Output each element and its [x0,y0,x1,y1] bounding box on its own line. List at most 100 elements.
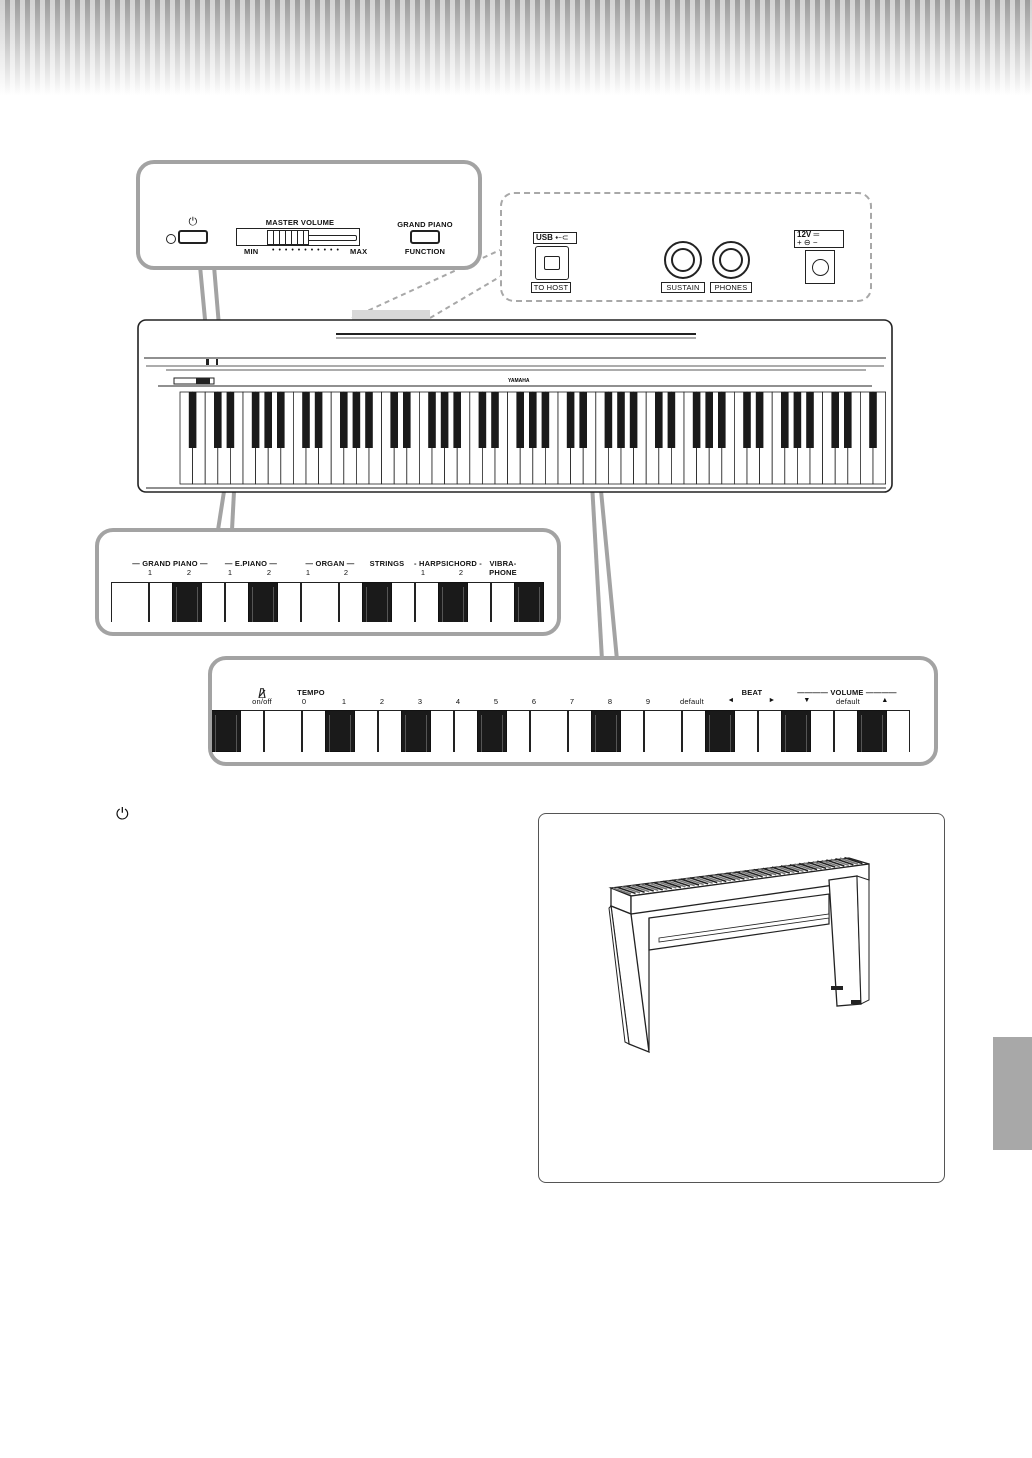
black-key[interactable] [403,392,411,448]
black-key[interactable] [831,392,839,448]
stand-key-mark [717,873,736,882]
beat-label: BEAT [741,688,763,697]
black-key[interactable] [579,392,587,448]
stand-key-mark [785,864,804,873]
black-key[interactable] [743,392,751,448]
phones-jack[interactable] [712,241,750,279]
black-key[interactable] [226,392,235,448]
master-volume-slider[interactable] [267,230,309,245]
black-key[interactable] [438,582,468,622]
stand-key-mark [617,886,636,895]
black-key[interactable] [566,392,575,448]
white-key[interactable] [301,582,339,622]
white-key[interactable] [644,710,682,752]
white-key[interactable] [111,582,149,622]
white-key[interactable] [264,710,302,752]
black-key[interactable] [655,392,663,448]
black-key[interactable] [781,710,811,752]
black-key[interactable] [440,392,449,448]
dc-polarity-icon: ═+ ⊖ − [797,230,820,247]
black-key[interactable] [302,392,310,448]
voice-group-e-piano: — E.PIANO — [224,559,278,568]
grand-piano-label: GRAND PIANO [397,220,453,229]
black-key[interactable] [793,392,802,448]
sustain-jack[interactable] [664,241,702,279]
tempo-digit-label: 6 [531,697,537,706]
black-key[interactable] [781,392,789,448]
power-icon: ⏻ [188,216,198,228]
voice-num: 2 [343,568,349,577]
black-key[interactable] [314,392,323,448]
black-key[interactable] [705,710,735,752]
white-key[interactable] [530,710,568,752]
stand-key-mark [744,869,763,878]
black-key[interactable] [477,710,507,752]
voice-group-grand-piano: — GRAND PIANO — [132,559,208,568]
usb-to-host-port[interactable] [535,246,569,280]
black-key[interactable] [172,582,202,622]
piano-with-stand-illustration [608,856,870,1054]
black-key[interactable] [491,392,499,448]
metronome-on-off-label: on/off [252,697,272,706]
stand-key-mark [844,856,863,865]
black-key[interactable] [604,392,613,448]
black-key[interactable] [365,392,373,448]
stand-key-mark [698,875,718,884]
black-key[interactable] [591,710,621,752]
black-key[interactable] [806,392,814,448]
stand-key-mark [726,872,745,880]
black-key[interactable] [514,582,544,622]
black-key[interactable] [277,392,285,448]
black-key[interactable] [352,392,361,448]
black-key[interactable] [718,392,726,448]
black-key[interactable] [248,582,278,622]
black-key[interactable] [251,392,260,448]
voice-num: 1 [305,568,311,577]
voice-num: 1 [147,568,153,577]
grand-piano-button[interactable] [410,230,440,244]
black-key[interactable] [264,392,272,448]
black-key[interactable] [705,392,713,448]
black-key[interactable] [857,710,887,752]
black-key[interactable] [844,392,852,448]
black-key[interactable] [869,392,877,448]
beat-right-icon: ► [768,697,776,704]
black-key[interactable] [212,710,241,752]
stand-key-mark [658,881,677,889]
black-key[interactable] [692,392,701,448]
black-key[interactable] [401,710,431,752]
black-key[interactable] [340,392,348,448]
stand-key-mark [762,867,782,876]
tempo-digit-label: 5 [493,697,499,706]
black-key[interactable] [362,582,392,622]
black-key[interactable] [629,392,638,448]
stand-key-mark [630,884,650,893]
dc-in-jack[interactable] [805,250,835,284]
to-host-label: TO HOST [531,282,571,293]
black-key[interactable] [529,392,537,448]
black-key[interactable] [325,710,355,752]
black-key[interactable] [188,392,197,448]
black-key[interactable] [428,392,436,448]
black-key[interactable] [617,392,625,448]
stand-key-mark [649,882,668,890]
tempo-digit-label: 1 [341,697,347,706]
black-key[interactable] [214,392,222,448]
stand-key-mark [830,858,850,867]
power-switch[interactable] [178,230,208,244]
black-key[interactable] [541,392,550,448]
black-key[interactable] [516,392,524,448]
black-key[interactable] [478,392,487,448]
black-key[interactable] [667,392,676,448]
piano-keyboard [179,391,887,485]
stand-key-mark [812,861,831,869]
black-key[interactable] [755,392,764,448]
stand-key-mark [798,862,818,871]
usb-label-box: USB ⇠⊂ [533,232,577,244]
black-key[interactable] [390,392,398,448]
tempo-label: TEMPO [297,688,325,697]
stand-key-mark [671,879,691,888]
stand-key-mark [721,872,741,881]
black-key[interactable] [453,392,461,448]
